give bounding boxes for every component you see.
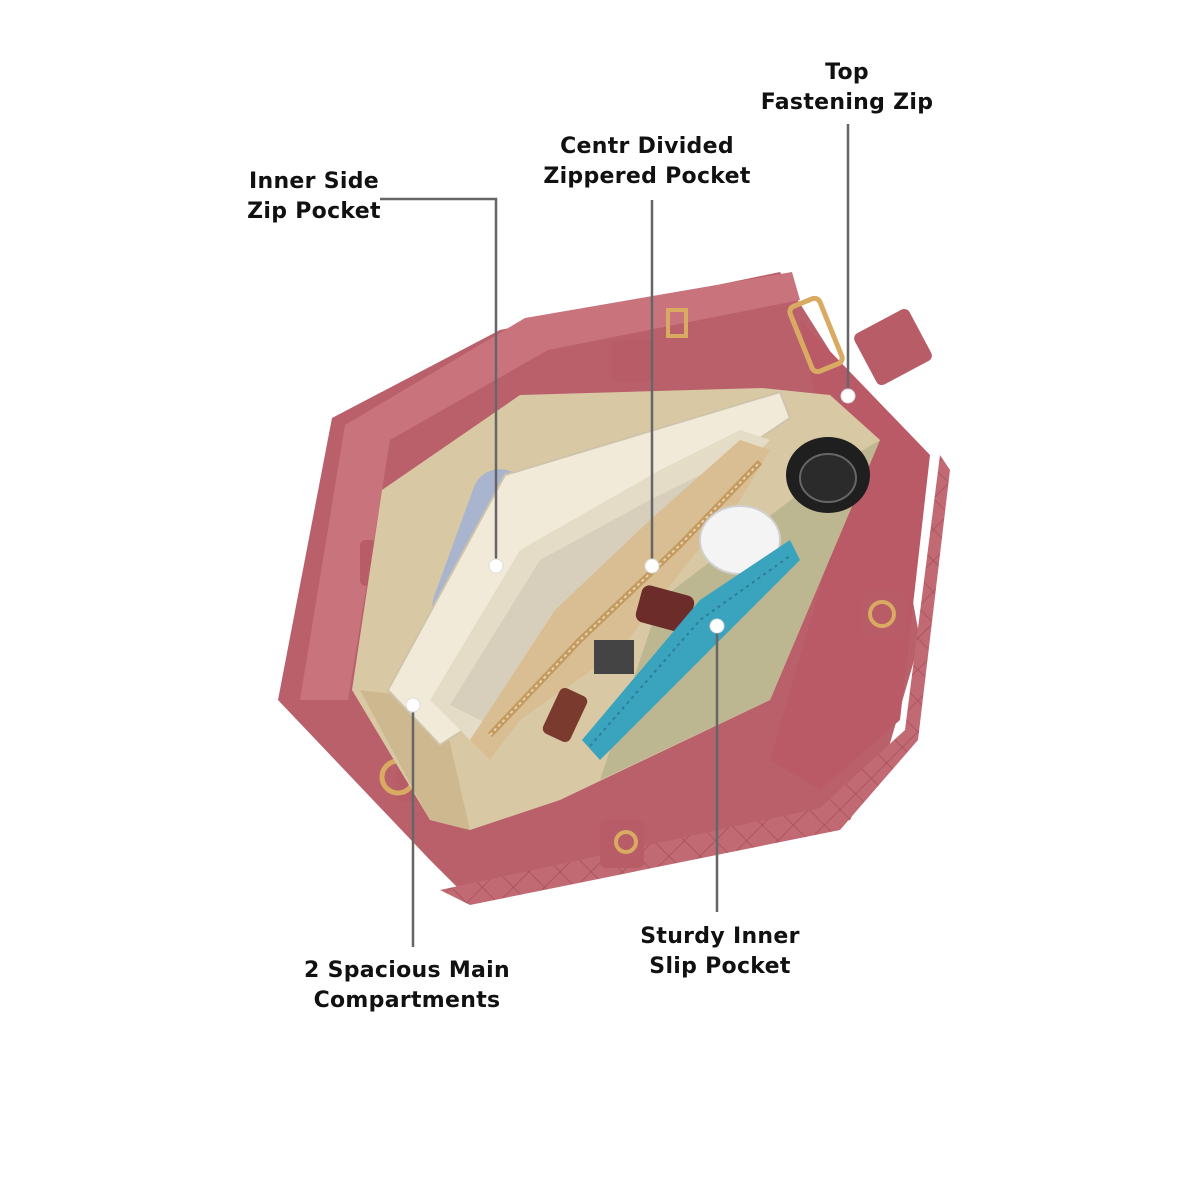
- callout-line: 2 Spacious Main: [304, 958, 510, 983]
- callout-centre-divided-pocket: Centr Divided Zippered Pocket: [532, 132, 762, 192]
- callout-line: Compartments: [313, 988, 501, 1013]
- callout-inner-side-zip-pocket: Inner Side Zip Pocket: [232, 167, 396, 227]
- callout-line: Sturdy Inner: [640, 924, 800, 949]
- callout-dot: [644, 558, 660, 574]
- zippered-pocket: [470, 440, 770, 760]
- callout-dots: [405, 388, 856, 713]
- callout-line: Centr Divided: [560, 134, 734, 159]
- callout-line: Slip Pocket: [649, 954, 791, 979]
- leader-inner-side: [380, 197, 498, 565]
- callout-dot: [405, 697, 421, 713]
- callout-sturdy-slip-pocket: Sturdy Inner Slip Pocket: [614, 922, 826, 982]
- callout-line: Fastening Zip: [760, 90, 934, 115]
- callout-top-fastening-zip: Top Fastening Zip: [740, 58, 954, 118]
- callout-dot: [840, 388, 856, 404]
- callout-line: Zippered Pocket: [543, 164, 751, 189]
- leader-lines: [380, 124, 850, 947]
- callout-line: Inner Side: [249, 169, 379, 194]
- callout-dot: [709, 618, 725, 634]
- callout-main-compartments: 2 Spacious Main Compartments: [285, 956, 529, 1016]
- callout-dot: [488, 558, 504, 574]
- card: [582, 540, 800, 760]
- callout-line: Top: [825, 60, 869, 85]
- callout-line: Zip Pocket: [247, 199, 381, 224]
- cosmetics: [542, 437, 870, 743]
